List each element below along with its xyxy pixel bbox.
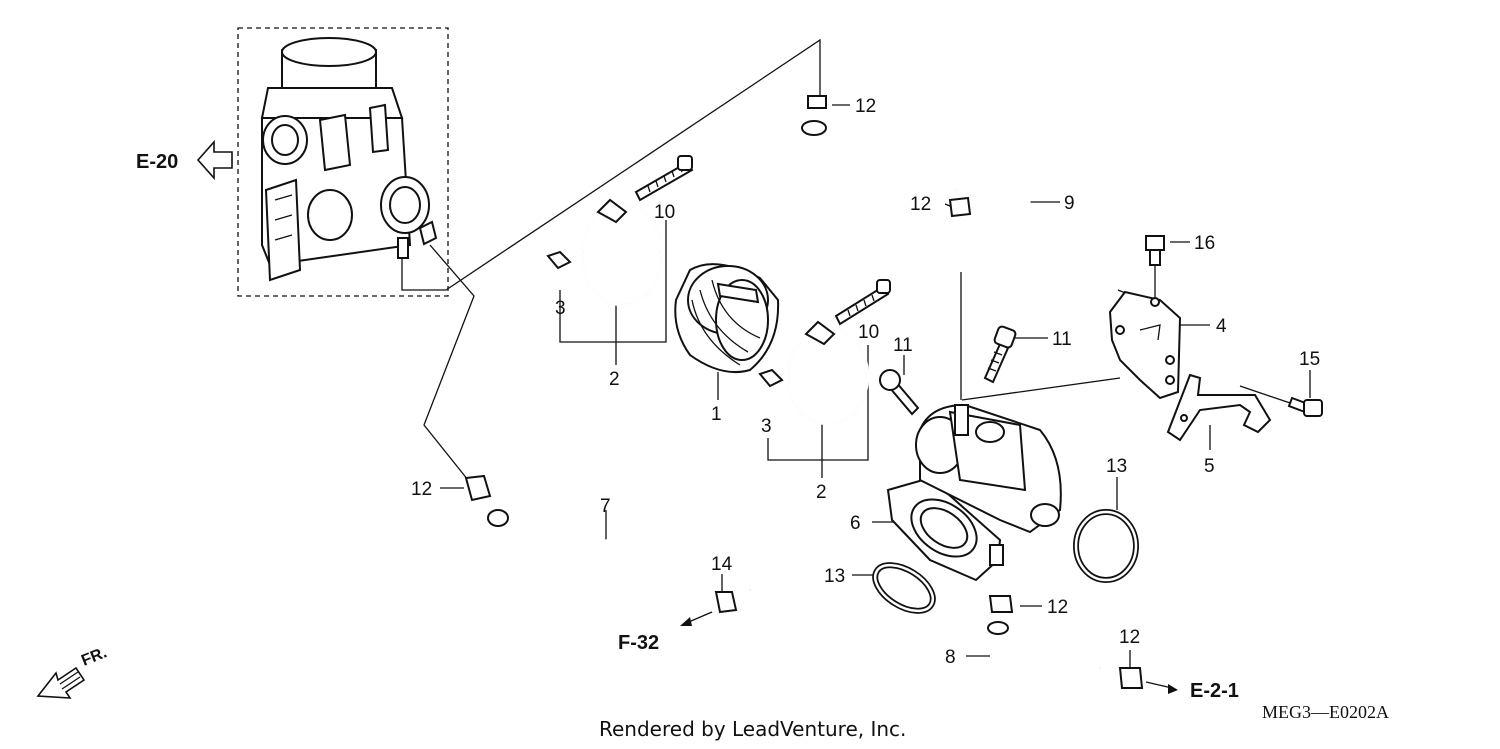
callout-12-hose8-end: 12: [1119, 627, 1140, 648]
o-ring-13-left: [872, 562, 936, 614]
bolt-16: [1145, 235, 1165, 266]
arrowhead-f32-icon: [680, 617, 692, 626]
ref-f32-label[interactable]: F-32: [618, 632, 659, 654]
callout-9: 9: [1064, 193, 1075, 214]
arrow-left-icon: [196, 139, 233, 181]
bolt-11-lower: [879, 369, 920, 416]
callout-13-right: 13: [1106, 456, 1127, 477]
o-ring-13-right: [1073, 509, 1139, 583]
callout-12-top: 12: [855, 96, 876, 117]
clamp-band-2: [758, 279, 891, 426]
bracket-5: [1166, 373, 1272, 442]
bolt-11-upper: [983, 325, 1017, 384]
callout-11-right: 11: [1052, 329, 1072, 350]
front-indicator: FR.: [36, 644, 109, 699]
callout-12-hose9: 12: [910, 194, 931, 215]
callout-7: 7: [600, 496, 611, 517]
callout-15: 15: [1299, 349, 1320, 370]
front-label: FR.: [79, 644, 109, 669]
callout-labels: 1 2 2 3 3 4 5 6 7 8 9 10 10 11 11 12 12 …: [411, 96, 1320, 668]
callout-11-left: 11: [893, 335, 913, 356]
callout-12-hose7: 12: [411, 479, 432, 500]
callout-13-left: 13: [824, 566, 845, 587]
callout-3-upper: 3: [555, 298, 566, 319]
diagram-code: MEG3—E0202A: [1262, 702, 1389, 722]
hose-8: [987, 595, 1144, 700]
arrow-to-e21-icon: [1145, 681, 1173, 689]
callout-4: 4: [1216, 316, 1227, 337]
credit-text: Rendered by LeadVenture, Inc.: [599, 717, 906, 741]
callout-12-hose8-top: 12: [1047, 597, 1068, 618]
callout-8: 8: [945, 647, 956, 668]
callout-5: 5: [1204, 456, 1215, 477]
callout-6: 6: [850, 513, 861, 534]
callout-3-lower: 3: [761, 416, 772, 437]
ref-e21-label[interactable]: E-2-1: [1190, 680, 1239, 702]
callout-10-upper: 10: [654, 202, 675, 223]
intake-joint: [674, 263, 780, 374]
clamp-band-1: [546, 155, 694, 307]
callout-14: 14: [711, 554, 733, 575]
bracket-4: [1108, 290, 1182, 400]
arrowhead-e21-icon: [1168, 684, 1178, 694]
callout-2-lower: 2: [816, 482, 827, 503]
callout-16: 16: [1194, 233, 1215, 254]
hose-9: [801, 95, 1031, 273]
callout-2-upper: 2: [609, 369, 620, 390]
carburetor-assembly: [237, 27, 449, 297]
callout-1: 1: [711, 404, 722, 425]
ref-e20-label: E-20: [136, 151, 178, 173]
bolt-15: [1287, 396, 1323, 417]
ref-e20[interactable]: E-20: [136, 139, 233, 181]
hose-7: [464, 474, 787, 614]
intake-manifold: [886, 403, 1062, 582]
callout-10-lower: 10: [858, 322, 879, 343]
